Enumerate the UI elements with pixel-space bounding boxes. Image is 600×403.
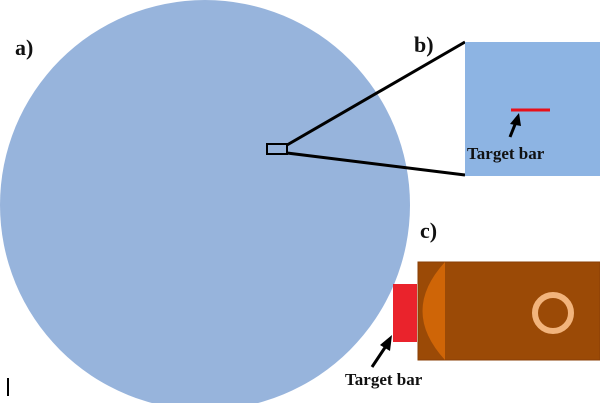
zoom-line-top (286, 40, 466, 147)
arrow-icon (508, 113, 521, 138)
panel-label-b: b) (414, 32, 434, 57)
ring-icon (532, 292, 574, 334)
target-bar-physical (393, 284, 417, 342)
panel-label-a: a) (15, 35, 33, 60)
zoom-region-box (266, 143, 288, 155)
zoom-line-bottom (286, 151, 466, 177)
arm-tip-glow (422, 262, 445, 360)
disk (0, 0, 410, 403)
target-bar-label-b: Target bar (467, 144, 545, 163)
arrow-icon (370, 335, 392, 368)
panel-label-c: c) (420, 218, 437, 243)
target-bar-label-c: Target bar (345, 370, 423, 389)
